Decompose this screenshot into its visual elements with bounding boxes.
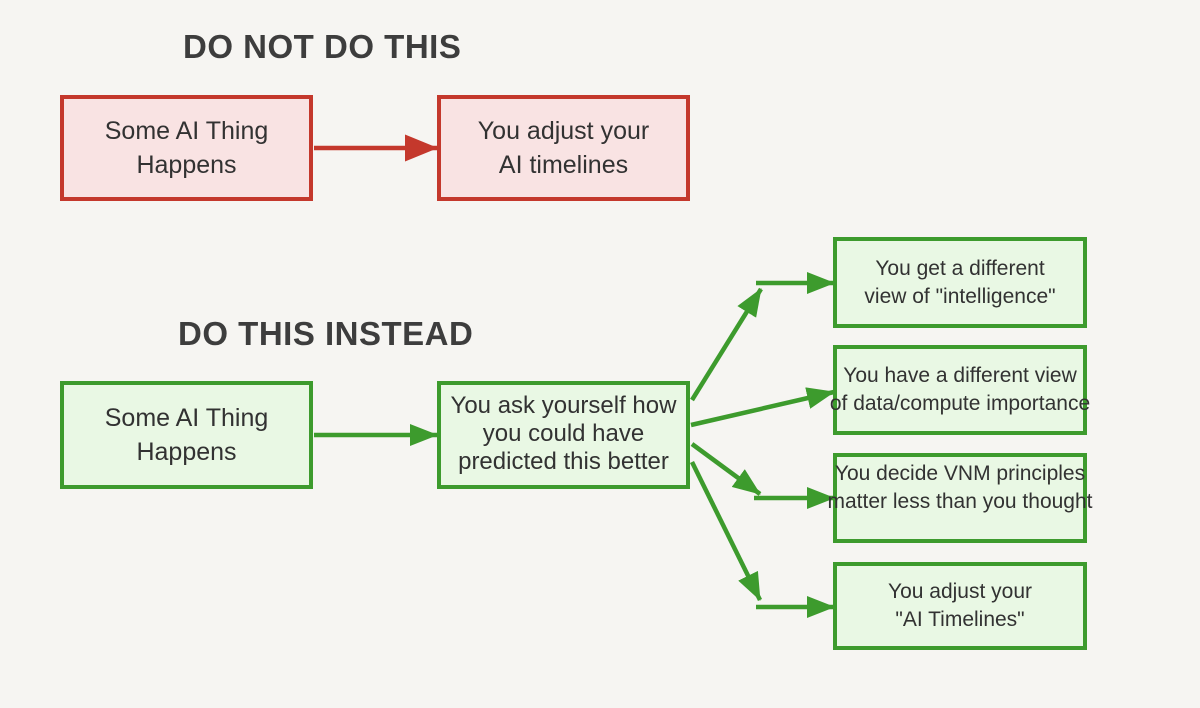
- node-bad-cause-line1: Some AI Thing: [104, 117, 269, 145]
- node-good-reflection-line1: You ask yourself how: [450, 392, 677, 419]
- node-good-reflection-line3: predicted this better: [458, 448, 669, 475]
- outcome-timelines-line1: You adjust your: [888, 580, 1032, 603]
- arrow-to-outcome-timelines-diagonal: [689, 461, 763, 601]
- node-bad-effect-line2: AI timelines: [498, 151, 629, 179]
- arrow-to-outcome-vnm-diagonal: [690, 442, 762, 496]
- node-good-cause: Some AI Thing Happens: [60, 381, 313, 489]
- outcome-vnm-line2: matter less than you thought: [827, 490, 1093, 513]
- node-bad-cause-line2: Happens: [136, 151, 237, 179]
- do-not-heading: DO NOT DO THIS: [183, 28, 462, 65]
- node-good-cause-line1: Some AI Thing: [104, 404, 269, 432]
- arrow-to-outcome-data-compute: [690, 387, 835, 428]
- node-bad-effect-line1: You adjust your: [477, 117, 650, 145]
- node-outcome-data-compute: You have a different view of data/comput…: [829, 345, 1091, 435]
- outcome-data-compute-line2: of data/compute importance: [829, 392, 1091, 415]
- node-good-reflection: You ask yourself how you could have pred…: [437, 381, 690, 489]
- node-outcome-timelines: You adjust your "AI Timelines": [833, 562, 1087, 650]
- arrow-to-outcome-intelligence-diagonal: [690, 287, 763, 402]
- outcome-timelines-line2: "AI Timelines": [895, 608, 1025, 631]
- node-good-reflection-line2: you could have: [482, 420, 645, 447]
- outcome-intelligence-line2: view of "intelligence": [864, 284, 1056, 308]
- do-instead-heading: DO THIS INSTEAD: [178, 315, 474, 352]
- outcome-intelligence-line1: You get a different: [875, 256, 1045, 280]
- node-outcome-vnm: You decide VNM principles matter less th…: [828, 453, 1093, 543]
- node-outcome-intelligence: You get a different view of "intelligenc…: [833, 237, 1087, 328]
- node-good-cause-line2: Happens: [136, 438, 237, 466]
- outcome-vnm-line1: You decide VNM principles: [834, 462, 1086, 485]
- node-bad-effect: You adjust your AI timelines: [437, 95, 690, 201]
- outcome-data-compute-line1: You have a different view: [843, 364, 1077, 387]
- node-bad-cause: Some AI Thing Happens: [60, 95, 313, 201]
